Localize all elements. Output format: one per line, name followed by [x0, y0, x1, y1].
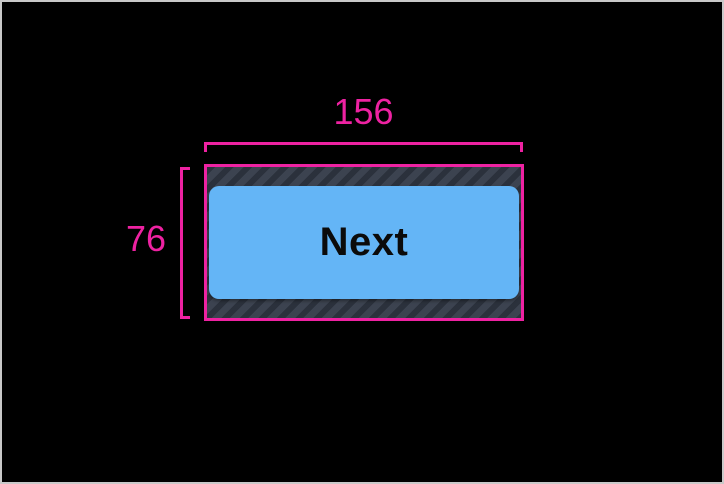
tap-target-highlight: Next: [204, 164, 524, 321]
width-dimension-label: 156: [333, 91, 394, 132]
next-button-label: Next: [319, 220, 409, 264]
height-measurement-bracket: [180, 167, 190, 319]
next-button[interactable]: Next: [209, 186, 519, 299]
width-measurement-bracket: [204, 142, 523, 152]
height-dimension-label: 76: [125, 218, 166, 259]
